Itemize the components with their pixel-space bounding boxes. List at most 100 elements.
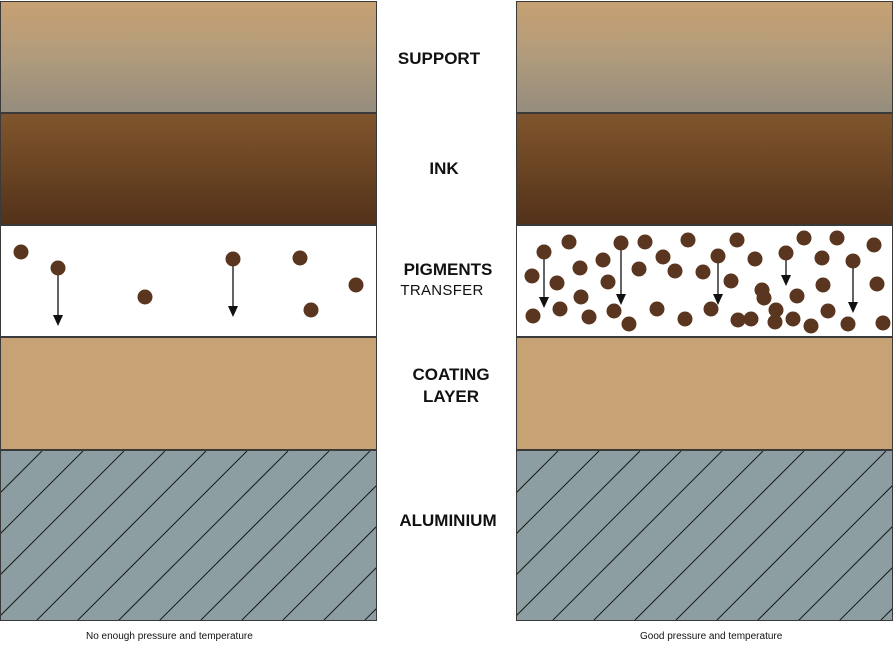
coating-layer (516, 337, 893, 450)
pigment-particle (820, 303, 836, 319)
pigment-particle (768, 302, 784, 318)
label-coating-line2: LAYER (422, 387, 480, 406)
pigment-particle (814, 250, 830, 266)
hatch-line (200, 451, 371, 620)
hatch-line (634, 451, 805, 620)
label-coating-line1: COATING (412, 365, 490, 384)
pigment-particle (845, 253, 861, 269)
pigment-particle (875, 315, 891, 331)
aluminium-hatch (1, 451, 376, 620)
hatch-line (241, 485, 376, 620)
hatch-line (798, 526, 892, 620)
pigment-particle (869, 276, 885, 292)
hatch-line (364, 608, 376, 620)
pigments-layer (516, 225, 893, 337)
pigment-particle (225, 251, 241, 267)
pigments-right-drawing (524, 230, 891, 334)
pigment-particle (747, 251, 763, 267)
pigment-particle (710, 248, 726, 264)
pigment-particle (561, 234, 577, 250)
hatch-line (118, 451, 289, 620)
pigment-particle (667, 263, 683, 279)
transfer-arrow-head (713, 294, 723, 305)
pigment-particle (730, 312, 746, 328)
pigment-particle (677, 311, 693, 327)
ink-layer (516, 113, 893, 225)
label-transfer: TRANSFER (400, 282, 484, 299)
pigment-particle (631, 261, 647, 277)
hatch-line (36, 451, 207, 620)
aluminium-hatch (517, 451, 892, 620)
pigments-left-drawing (13, 244, 364, 326)
label-ink: INK (429, 159, 459, 178)
pigment-particle (785, 311, 801, 327)
pigment-particle (866, 237, 882, 253)
pigment-particle (536, 244, 552, 260)
transfer-arrow-head (781, 275, 791, 286)
pigment-particle (695, 264, 711, 280)
pigment-particle (613, 235, 629, 251)
transfer-arrow-head (616, 294, 626, 305)
pigment-particle (552, 301, 568, 317)
pigment-particle (621, 316, 637, 332)
hatch-line (593, 451, 764, 620)
pigment-particle (655, 249, 671, 265)
pigment-particle (348, 277, 364, 293)
caption-right: Good pressure and temperature (640, 631, 783, 642)
hatch-line (675, 451, 846, 620)
coating-layer (0, 337, 377, 450)
pigment-particle (595, 252, 611, 268)
hatch-line (716, 451, 887, 620)
label-aluminium: ALUMINIUM (399, 511, 497, 530)
pigment-particle (137, 289, 153, 305)
hatch-line (757, 485, 892, 620)
pigment-particle (729, 232, 745, 248)
aluminium-layer (0, 450, 377, 621)
hatch-line (517, 451, 682, 616)
hatch-line (517, 451, 641, 575)
hatch-line (517, 451, 559, 493)
transfer-arrow-head (848, 302, 858, 313)
pigment-particle (50, 260, 66, 276)
pigment-particle (524, 268, 540, 284)
hatch-line (839, 567, 892, 620)
pigment-particle (756, 290, 772, 306)
pigment-particle (525, 308, 541, 324)
hatch-line (1, 451, 125, 575)
pigment-particle (680, 232, 696, 248)
pigment-particle (767, 314, 783, 330)
pigment-particle (789, 288, 805, 304)
caption-left: No enough pressure and temperature (86, 631, 253, 642)
hatch-line (1, 451, 166, 616)
pigment-particle (581, 309, 597, 325)
pigment-particle (600, 274, 616, 290)
pigment-particle (637, 234, 653, 250)
support-layer (0, 1, 377, 113)
transfer-arrow-head (228, 306, 238, 317)
hatch-line (77, 451, 248, 620)
pigment-particle (292, 250, 308, 266)
pigment-particle (803, 318, 819, 334)
hatch-line (880, 608, 892, 620)
pigment-particle (649, 301, 665, 317)
pigment-particle (743, 311, 759, 327)
pigment-particle (796, 230, 812, 246)
hatch-line (1, 451, 43, 493)
label-pigments: PIGMENTS (403, 260, 493, 279)
hatch-line (517, 451, 600, 534)
hatch-line (552, 451, 723, 620)
aluminium-layer (516, 450, 893, 621)
hatch-line (1, 451, 84, 534)
pigment-particle (778, 245, 794, 261)
pigment-particle (723, 273, 739, 289)
pigment-particle (606, 303, 622, 319)
hatch-line (282, 526, 376, 620)
hatch-line (159, 451, 330, 620)
pigment-particle (840, 316, 856, 332)
support-layer (516, 1, 893, 113)
pigments-layer (0, 225, 377, 337)
pigment-particle (703, 301, 719, 317)
label-support: SUPPORT (397, 49, 481, 68)
label-coating-layer: COATING LAYER (391, 364, 511, 408)
pigment-particle (303, 302, 319, 318)
